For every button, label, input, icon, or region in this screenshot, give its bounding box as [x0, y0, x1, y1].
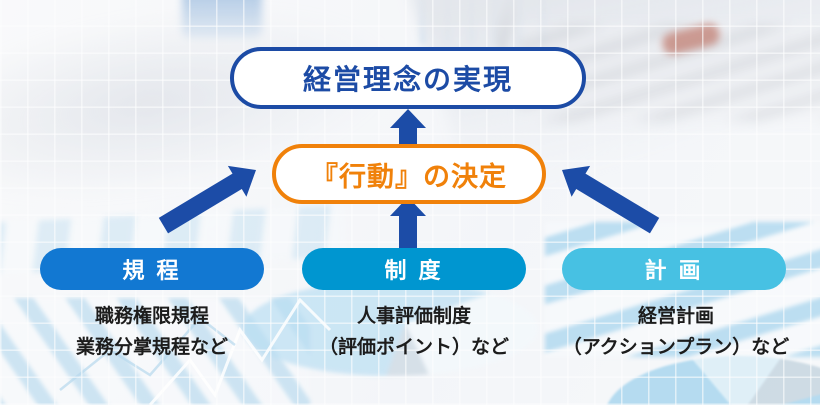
pillar-description-kitei-line2: 業務分掌規程など	[75, 337, 228, 358]
action-pill-label: 『行動』の決定	[311, 161, 507, 192]
pillar-pill-kitei-label: 規 程	[122, 258, 182, 283]
pillar-description-seido: 人事評価制度 （評価ポイント）など	[272, 301, 556, 363]
pillar-description-keikaku: 経営計画 （アクションプラン）など	[534, 301, 818, 363]
goal-pill-label: 経営理念の実現	[302, 64, 513, 95]
pillar-description-kitei-line1: 職務権限規程	[94, 306, 209, 327]
pillar-pill-seido: 制 度	[302, 248, 526, 290]
arrow-kitei-to-action-icon	[158, 165, 256, 234]
pillar-description-kitei: 職務権限規程 業務分掌規程など	[10, 301, 294, 363]
arrow-keikaku-to-action-icon	[562, 165, 660, 234]
goal-pill: 経営理念の実現	[230, 47, 586, 109]
arrow-seido-to-action-icon	[390, 197, 426, 252]
pillar-description-keikaku-line1: 経営計画	[637, 306, 714, 327]
pillar-description-seido-line2: （評価ポイント）など	[318, 337, 509, 358]
pillar-description-seido-line1: 人事評価制度	[356, 306, 471, 327]
pillar-pill-keikaku: 計 画	[562, 248, 786, 290]
pillar-pill-seido-label: 制 度	[384, 258, 444, 283]
action-pill: 『行動』の決定	[272, 144, 546, 204]
pillar-pill-keikaku-label: 計 画	[644, 258, 704, 283]
pillar-pill-kitei: 規 程	[40, 248, 264, 290]
pillar-description-keikaku-line2: （アクションプラン）など	[562, 337, 790, 358]
